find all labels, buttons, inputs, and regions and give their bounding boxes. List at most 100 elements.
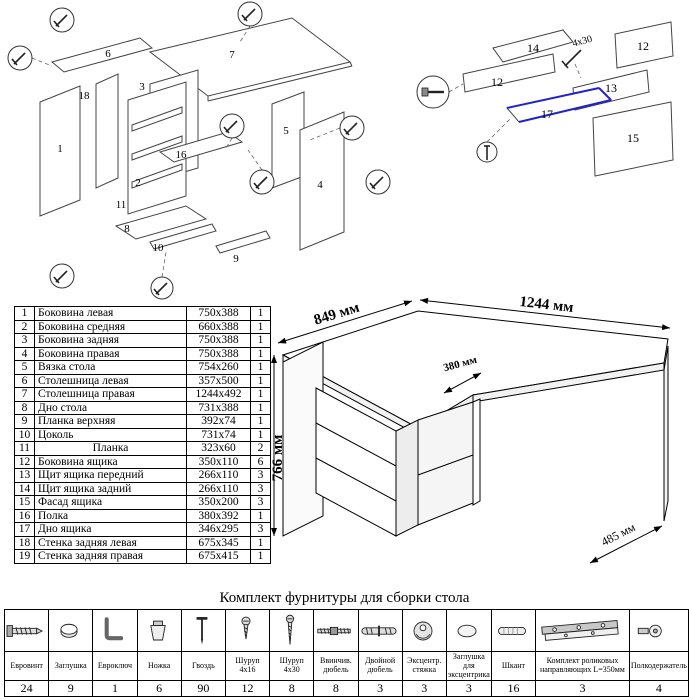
part-number-label: 8 [124,223,130,235]
part-number-label: 14 [527,41,539,55]
hardware-callouts [7,1,391,300]
hardware-icons-row [3,609,689,652]
hardware-name-cell: Полкодержатель [628,650,689,682]
hardware-name-cell: Ножка [136,650,182,682]
hardware-name-cell: Шуруп 4x16 [224,650,271,682]
part-name-cell: Планка верхняя [34,414,187,429]
drawer-rail [131,163,183,189]
part-number-cell: 11 [14,441,35,456]
hardware-qty-cell: 8 [313,680,359,698]
hardware-qty-cell: 4 [628,680,689,698]
part-qty-cell: 1 [250,319,271,334]
drawer-side-panel-12-right [614,21,674,69]
hardware-name-cell: Двойной дюбель [357,650,403,682]
part-name-cell: Полка [34,508,187,523]
screw-4x30-icon [269,609,315,652]
drawer-assembly-diagram: 14 12 12 13 17 15 4x30 [416,21,674,177]
part-number-cell: 13 [14,468,35,483]
screw-detail-icon [561,49,582,69]
left-side-panel [282,341,324,537]
hardware-name-cell: Евровинт [3,650,50,682]
part-name-cell: Планка [34,441,187,456]
roller-guide-highlight [506,87,612,123]
part-name-cell: Щит ящика передний [34,468,187,483]
part-size-cell: 731x388 [186,400,251,415]
drawer-side-panel-12-left [462,53,556,93]
hardware-kit-title: Комплект фурнитуры для сборки стола [219,590,470,606]
part-size-cell: 750x388 [186,346,251,361]
hardware-qty-cell: 3 [445,680,492,698]
part-size-cell: 350x110 [186,454,251,469]
part-qty-cell: 1 [250,427,271,442]
drawer-back-panel-14 [492,29,574,63]
part-qty-cell: 1 [250,414,271,429]
double-dowel-icon [357,609,403,652]
part-size-cell: 346x295 [186,522,251,537]
part-number-label: 9 [233,253,239,265]
rail-kit-icon [535,609,630,652]
part-name-cell: Боковина задняя [34,333,187,348]
hardware-qty-cell: 12 [224,680,271,698]
hardware-name-cell: Заглушка для эксцентрика [445,650,492,682]
part-number-cell: 4 [14,346,35,361]
panel-top-left-6 [50,37,154,73]
part-number-label: 13 [605,81,617,95]
part-number-label: 17 [541,107,553,121]
part-number-cell: 16 [14,508,35,523]
drawer-rail [131,135,183,161]
screw-callout-icon [49,7,75,33]
hardware-name-cell: Гвоздь [180,650,226,682]
hardware-qty-cell: 6 [136,680,182,698]
part-name-cell: Столешница левая [34,373,187,388]
screw-callout-icon [249,169,275,195]
part-number-cell: 17 [14,522,35,537]
drawer-rail [131,106,183,132]
part-number-cell: 8 [14,400,35,415]
part-number-label: 4 [317,179,323,191]
cabinet-side [395,419,419,537]
part-name-cell: Щит ящика задний [34,481,187,496]
part-name-cell: Дно ящика [34,522,187,537]
part-number-label: 1 [57,143,63,155]
part-size-cell: 750x388 [186,333,251,348]
hardware-qty-cell: 90 [180,680,226,698]
hardware-name-cell: Комплект роликовых направляющих L=350мм [535,650,630,682]
part-size-cell: 675x415 [186,549,251,564]
desk-dimension-drawing: 849 мм 1244 мм 766 мм 380 мм 485 мм [270,294,671,564]
part-number-cell: 2 [14,319,35,334]
right-side-panel [663,345,669,522]
screw-callout-icon [150,276,174,300]
part-qty-cell: 3 [250,468,271,483]
part-qty-cell: 1 [250,306,271,321]
panel-left-side-1 [39,85,81,217]
screw-callout-icon [365,169,391,195]
hardware-qty-cell: 3 [357,680,403,698]
part-number-label: 2 [135,177,141,189]
screw-callout-icon [476,141,498,163]
part-number-label: 5 [283,125,289,137]
part-size-cell: 754x260 [186,360,251,375]
part-qty-cell: 6 [250,454,271,469]
part-qty-cell: 3 [250,522,271,537]
part-number-label: 6 [105,48,111,60]
part-name-cell: Стенка задняя правая [34,549,187,564]
part-number-cell: 19 [14,549,35,564]
part-number-label: 7 [229,49,235,61]
